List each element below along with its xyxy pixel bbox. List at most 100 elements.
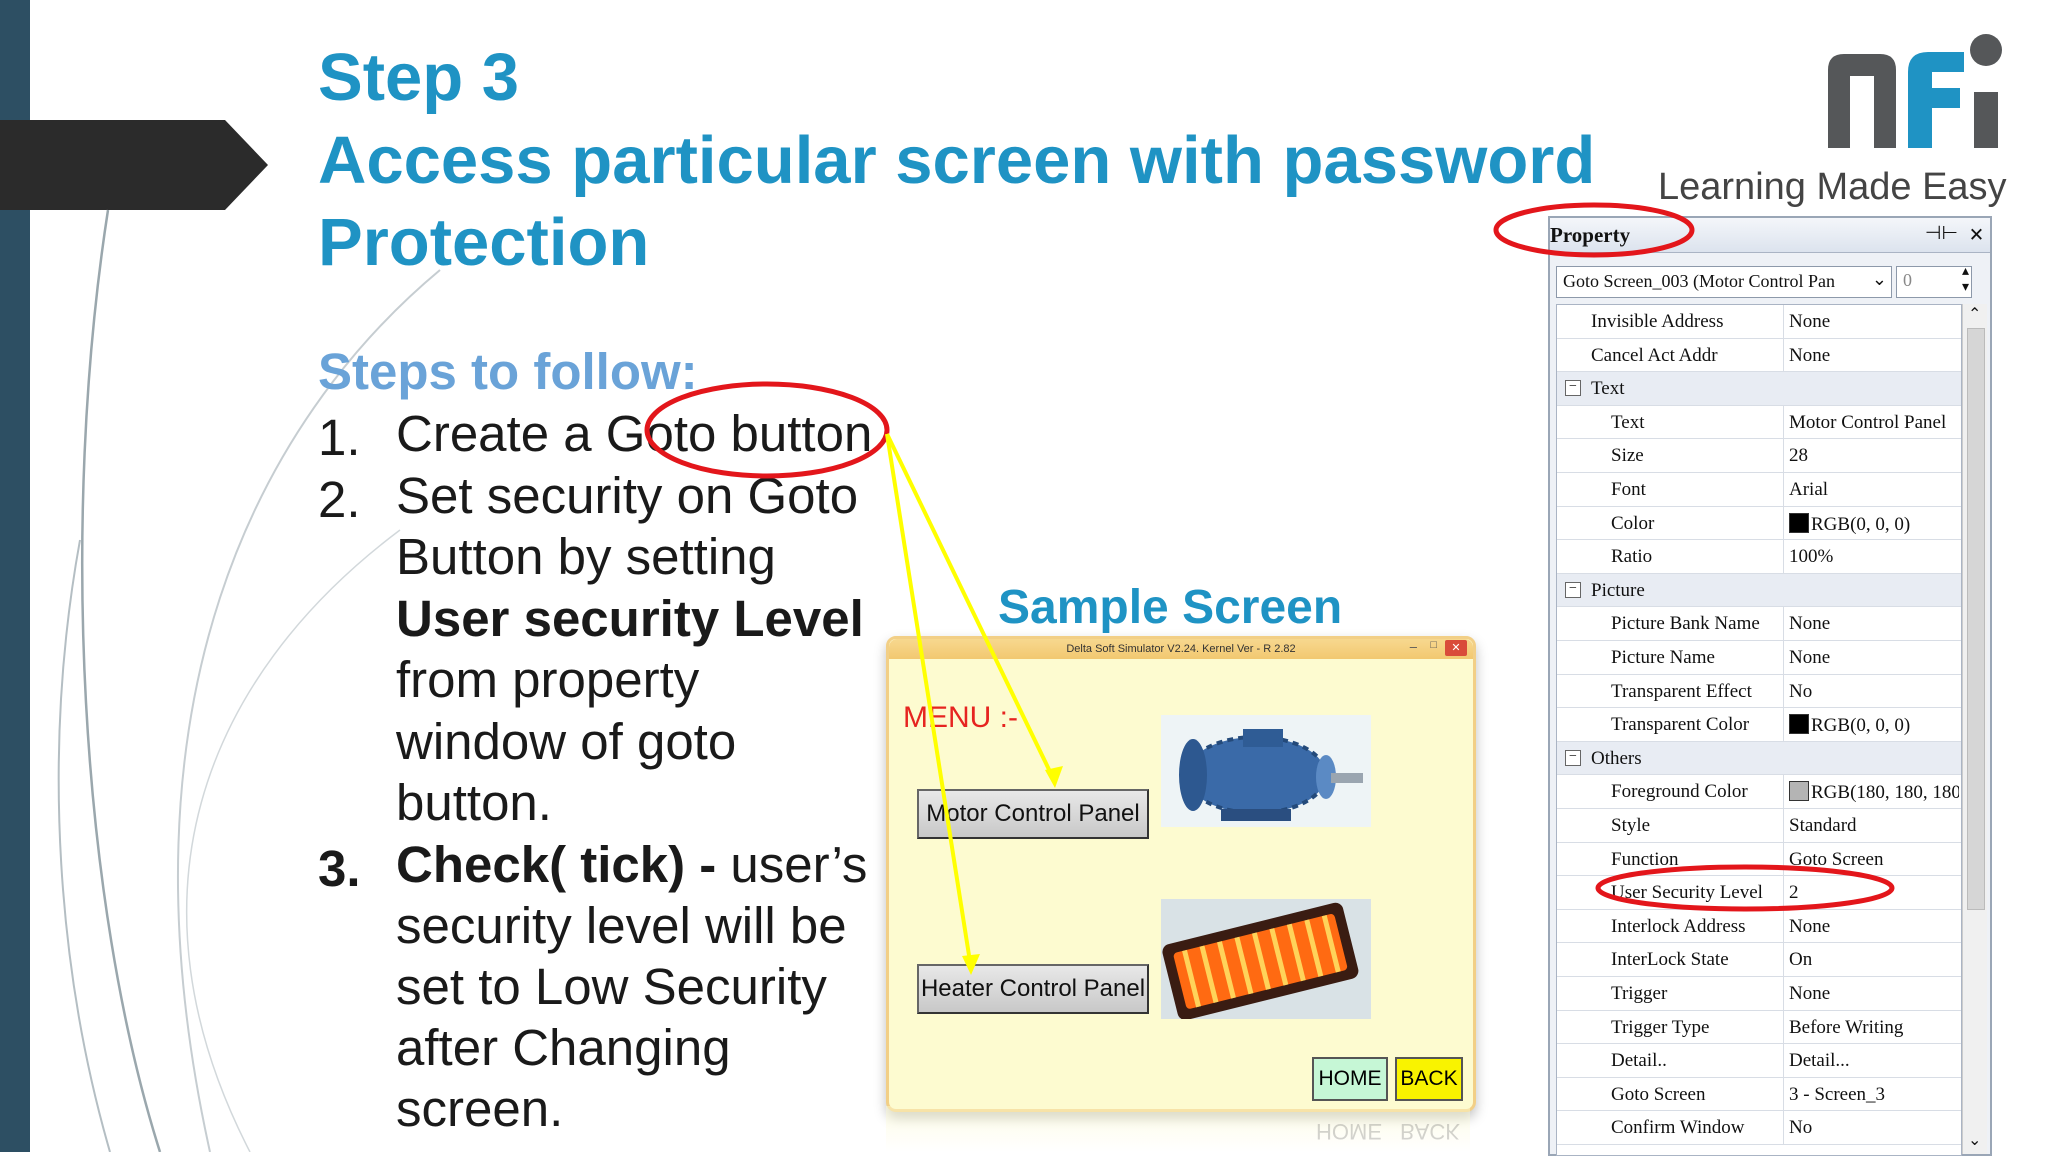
property-value[interactable]: None: [1789, 345, 1959, 367]
step-3-bold: Check( tick) -: [396, 836, 717, 893]
property-value[interactable]: None: [1789, 983, 1959, 1005]
property-row-invisible-address[interactable]: Invisible Address None: [1557, 305, 1961, 339]
property-value[interactable]: 100%: [1789, 546, 1959, 568]
property-category-others[interactable]: −Others: [1557, 741, 1961, 776]
decorative-curves: [57, 209, 441, 1152]
collapse-icon[interactable]: −: [1565, 749, 1581, 766]
step-2-number: 2.: [318, 471, 361, 528]
property-value-text: None: [1789, 311, 1831, 332]
property-value[interactable]: Standard: [1789, 815, 1959, 837]
property-row-transparent-effect[interactable]: Transparent Effect No: [1557, 674, 1961, 709]
step-3-line5: screen.: [396, 1080, 564, 1137]
scrollbar-thumb[interactable]: [1967, 328, 1985, 910]
property-value[interactable]: None: [1789, 613, 1959, 635]
property-category-picture[interactable]: −Picture: [1557, 573, 1961, 608]
property-row-detail[interactable]: Detail.. Detail...: [1557, 1044, 1961, 1078]
close-icon[interactable]: ×: [1969, 220, 1984, 249]
property-category-text[interactable]: −Text: [1557, 372, 1961, 406]
property-window: Property ⊣⊢ × Goto Screen_003 (Motor Con…: [1548, 216, 1992, 1156]
object-index-spinner[interactable]: 0 ▴ ▾: [1896, 264, 1972, 298]
property-name: Invisible Address: [1591, 311, 1724, 332]
property-row-function[interactable]: Function Goto Screen: [1557, 842, 1961, 877]
property-scrollbar[interactable]: ⌃ ⌄: [1962, 304, 1987, 1154]
back-button[interactable]: BACK: [1395, 1057, 1463, 1101]
property-value[interactable]: None: [1789, 647, 1959, 669]
column-divider: [1783, 506, 1784, 540]
property-name: Detail..: [1611, 1050, 1667, 1072]
heater-control-panel-button[interactable]: Heater Control Panel: [917, 964, 1149, 1014]
property-row-trigger[interactable]: Trigger None: [1557, 977, 1961, 1011]
property-value[interactable]: Arial: [1789, 479, 1959, 501]
property-value-text: Goto Screen: [1789, 848, 1884, 870]
property-value[interactable]: None: [1789, 311, 1959, 333]
menu-label: MENU :-: [903, 701, 1018, 734]
pin-icon[interactable]: ⊣⊢: [1924, 223, 1958, 244]
property-name: Interlock Address: [1611, 915, 1746, 937]
property-value[interactable]: 2: [1789, 882, 1959, 904]
property-value[interactable]: No: [1789, 1117, 1959, 1139]
selected-object-text: Goto Screen_003 (Motor Control Pan: [1563, 271, 1835, 291]
collapse-icon[interactable]: −: [1565, 581, 1581, 598]
property-value[interactable]: Motor Control Panel: [1789, 412, 1959, 434]
steps-heading: Steps to follow:: [318, 343, 698, 400]
scroll-up-icon[interactable]: ⌃: [1968, 306, 1982, 323]
step-1-number: 1.: [318, 409, 361, 466]
spin-up-icon[interactable]: ▴: [1961, 264, 1969, 279]
property-value[interactable]: 28: [1789, 445, 1959, 467]
step-2-line5: window of goto: [396, 713, 737, 770]
property-name: Trigger: [1611, 983, 1668, 1004]
property-value[interactable]: On: [1789, 949, 1959, 971]
step-3-line1: Check( tick) - user’s: [396, 839, 867, 890]
home-button[interactable]: HOME: [1312, 1057, 1388, 1101]
step-2-line3-bold: User security Level: [396, 590, 864, 647]
minimize-icon[interactable]: –: [1409, 639, 1417, 654]
property-row-text[interactable]: Text Motor Control Panel: [1557, 405, 1961, 440]
color-swatch: [1789, 512, 1809, 533]
collapse-icon[interactable]: −: [1565, 380, 1581, 397]
scroll-down-icon[interactable]: ⌄: [1968, 1132, 1982, 1149]
property-name: Text: [1611, 411, 1645, 433]
property-value-text: 2: [1789, 882, 1799, 904]
object-selector-dropdown[interactable]: Goto Screen_003 (Motor Control Pan ⌄: [1556, 266, 1892, 298]
maximize-icon[interactable]: □: [1430, 639, 1437, 651]
property-value[interactable]: Detail...: [1789, 1050, 1959, 1072]
property-value[interactable]: RGB(180, 180, 180): [1789, 781, 1959, 804]
property-value[interactable]: None: [1789, 916, 1959, 938]
property-value-text: 100%: [1789, 546, 1834, 568]
property-value[interactable]: No: [1789, 681, 1959, 703]
property-name: Transparent Effect: [1611, 680, 1752, 702]
property-value[interactable]: Before Writing: [1789, 1017, 1959, 1039]
property-value[interactable]: Goto Screen: [1789, 849, 1959, 871]
column-divider: [1783, 405, 1784, 439]
property-value[interactable]: RGB(0, 0, 0): [1789, 714, 1959, 737]
step-3-line4: after Changing: [396, 1019, 731, 1076]
property-row-interlock-address[interactable]: Interlock Address None: [1557, 909, 1961, 944]
color-swatch: [1789, 781, 1809, 802]
property-value-text: None: [1789, 915, 1831, 937]
property-value[interactable]: RGB(0, 0, 0): [1789, 512, 1959, 536]
motor-control-panel-button[interactable]: Motor Control Panel: [917, 789, 1149, 839]
chevron-down-icon[interactable]: ⌄: [1871, 269, 1887, 289]
property-value[interactable]: 3 - Screen_3: [1789, 1084, 1959, 1106]
step-1-text: Create a Goto button: [396, 408, 872, 459]
spin-down-icon[interactable]: ▾: [1961, 280, 1969, 295]
property-name: Function: [1611, 848, 1679, 870]
close-icon[interactable]: ✕: [1445, 640, 1467, 656]
property-value-text: Standard: [1789, 815, 1857, 836]
